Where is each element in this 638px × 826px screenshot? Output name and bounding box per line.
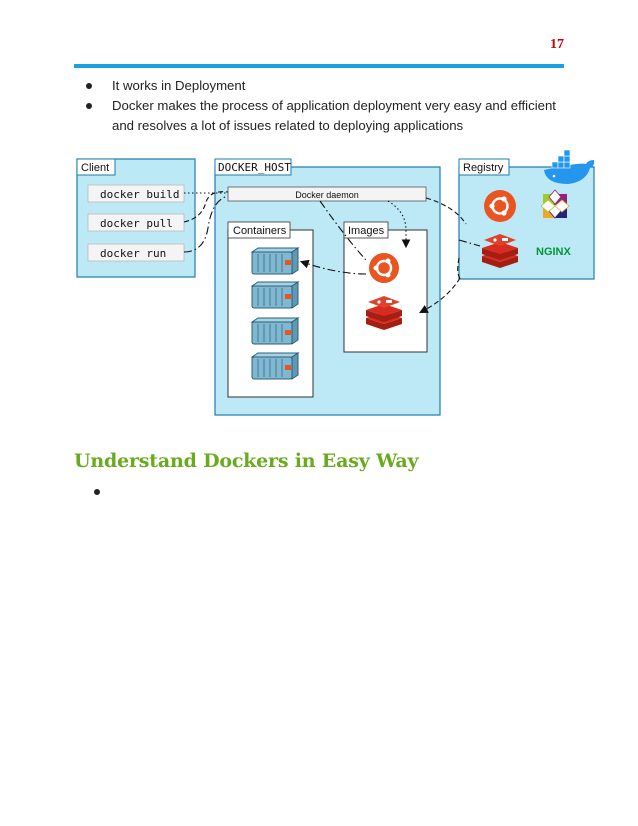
container-icon — [251, 281, 299, 309]
docker-whale-icon — [544, 149, 595, 184]
container-icon — [251, 352, 299, 380]
redis-logo-icon — [366, 296, 402, 330]
bullet-text: It works in Deployment — [112, 78, 246, 93]
registry-panel: Registry — [458, 149, 595, 280]
ubuntu-logo-icon — [484, 190, 516, 222]
redis-logo-icon — [482, 234, 518, 268]
docker-pull-command: docker pull — [87, 213, 185, 232]
docker-daemon-label: Docker daemon — [295, 190, 359, 200]
command-label: docker run — [100, 247, 166, 260]
docker-host-label: DOCKER_HOST — [218, 161, 291, 174]
bullet-item: Docker makes the process of application … — [84, 96, 574, 136]
docker-host-panel: DOCKER_HOST Docker daemon Containers Ima… — [214, 158, 441, 416]
client-panel: Client docker build docker pull docker r… — [76, 158, 196, 278]
bullet-dot — [86, 103, 92, 109]
empty-bullet — [94, 489, 100, 495]
centos-logo-icon — [540, 189, 570, 219]
client-label: Client — [81, 162, 109, 174]
docker-run-command: docker run — [87, 243, 185, 262]
containers-panel: Containers — [227, 221, 314, 398]
docker-build-command: docker build — [87, 184, 185, 203]
images-panel: Images — [343, 221, 428, 353]
containers-label: Containers — [233, 225, 287, 237]
docker-daemon-bar: Docker daemon — [227, 186, 427, 202]
nginx-logo-text: NGINX — [536, 246, 572, 258]
container-icon — [251, 317, 299, 345]
flow-arrows — [183, 191, 481, 314]
command-label: docker build — [100, 188, 179, 201]
ubuntu-logo-icon — [369, 253, 399, 283]
images-label: Images — [348, 225, 385, 237]
registry-label: Registry — [463, 162, 504, 174]
header-rule — [74, 64, 564, 68]
container-icon — [251, 247, 299, 275]
docker-architecture-diagram: Client docker build docker pull docker r… — [76, 149, 595, 416]
bullet-text: Docker makes the process of application … — [112, 98, 556, 133]
nginx-logo-icon: NGINX — [536, 246, 572, 258]
bullet-dot — [86, 83, 92, 89]
section-heading: Understand Dockers in Easy Way — [74, 450, 419, 472]
bullet-list: It works in Deployment Docker makes the … — [84, 76, 574, 136]
command-label: docker pull — [100, 217, 173, 230]
page-number: 17 — [550, 37, 564, 52]
bullet-item: It works in Deployment — [84, 76, 574, 96]
